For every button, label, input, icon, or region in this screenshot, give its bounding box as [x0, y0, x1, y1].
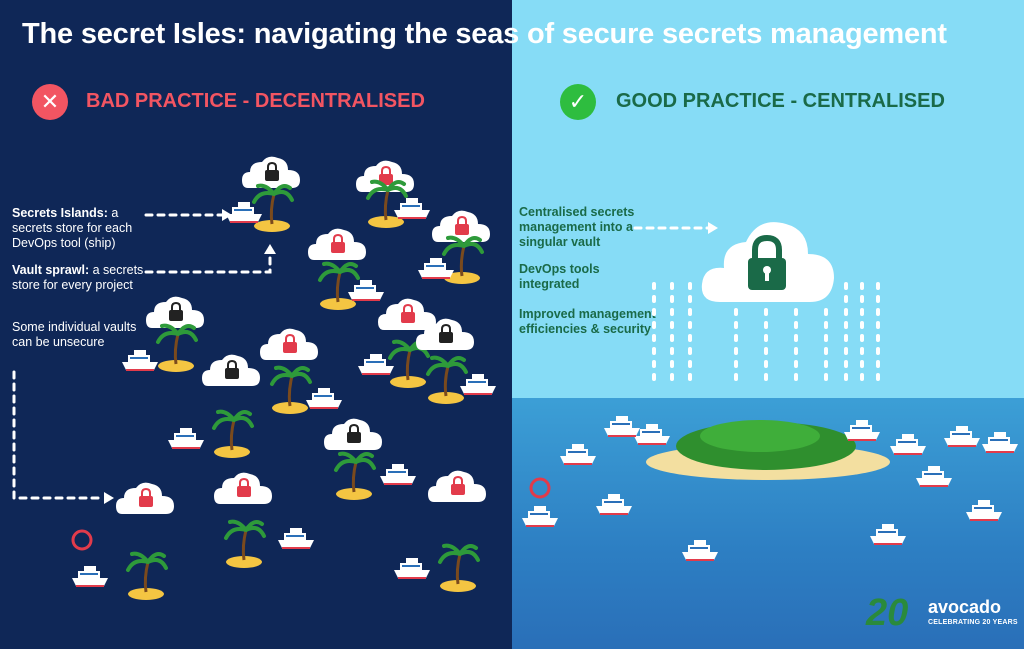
bad-point-unsecure: Some individual vaults can be unsecure — [12, 320, 137, 349]
good-point-efficiency: Improved management efficiencies & secur… — [519, 307, 656, 336]
page-title: The secret Isles: navigating the seas of… — [22, 18, 947, 50]
lock-icon — [748, 234, 786, 290]
logo-number: 20 — [866, 592, 909, 634]
good-point-integrated: DevOps tools integrated — [519, 262, 600, 291]
good-practice-sky — [512, 0, 1024, 398]
bad-point-vault-sprawl: Vault sprawl: a secrets store for every … — [12, 263, 144, 292]
logo-tagline: CELEBRATING 20 YEARS — [928, 619, 1018, 626]
bad-point-secrets-islands: Secrets Islands: a secrets store for eac… — [12, 206, 133, 250]
good-point-centralised: Centralised secrets management into a si… — [519, 205, 635, 249]
cloud-icon — [701, 222, 834, 302]
island-icon — [646, 420, 890, 480]
bad-practice-header: BAD PRACTICE - DECENTRALISED — [86, 90, 425, 112]
close-icon: ✕ — [32, 84, 68, 120]
logo-name: avocado — [928, 597, 1002, 617]
vault-cluster-left — [71, 155, 497, 602]
good-practice-header: GOOD PRACTICE - CENTRALISED — [616, 90, 945, 112]
check-icon: ✓ — [560, 84, 596, 120]
tool-icons — [71, 477, 551, 551]
